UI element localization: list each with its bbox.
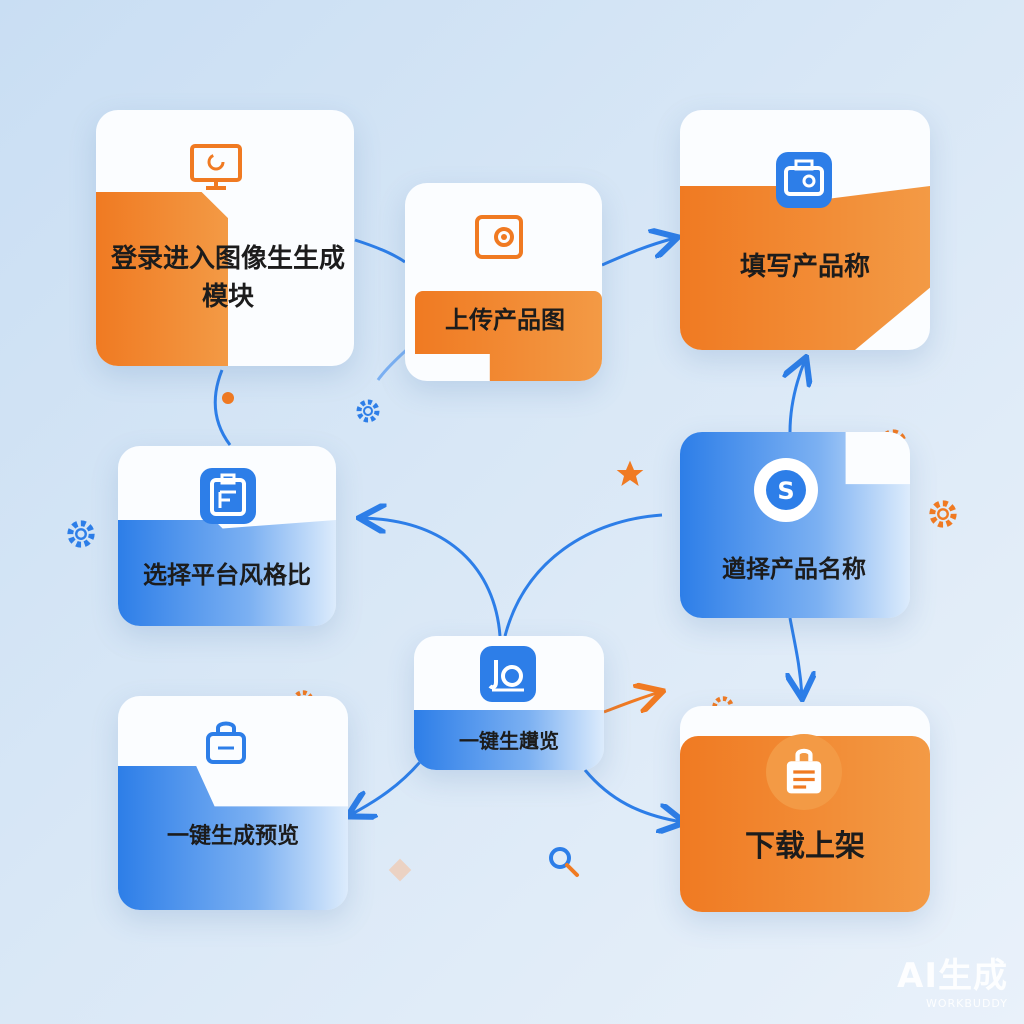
- step-label: 上传产品图: [445, 306, 565, 334]
- star-icon: [616, 460, 644, 486]
- step-label: 登录进入图像生生成模块: [110, 244, 345, 312]
- step-select-name-card: S 遒择产品名称: [680, 432, 910, 618]
- bag-icon: [198, 716, 254, 772]
- arrow-center-download-orange: [603, 692, 660, 714]
- s-badge-icon: S: [754, 458, 818, 522]
- step-label: 遒择产品名称: [722, 555, 866, 583]
- arrow-center-select: [503, 513, 663, 637]
- arrow-center-download: [583, 769, 682, 822]
- watermark: AI生成 WORKBUDDY: [897, 948, 1008, 1010]
- monitor-icon: [188, 140, 244, 196]
- arrow-select-download: [790, 617, 802, 696]
- camera-bag-icon: [776, 152, 832, 208]
- orange-dot: [222, 392, 234, 404]
- step-upload-card: 上传产品图: [405, 183, 602, 381]
- watermark-title: AI生成: [897, 956, 1008, 996]
- list-bag-icon: [766, 734, 842, 810]
- camera-icon: [471, 209, 527, 265]
- watermark-sub: WORKBUDDY: [925, 997, 1008, 1010]
- svg-text:S: S: [777, 477, 794, 505]
- step-fill-name-card: 填写产品称: [680, 110, 930, 350]
- gear-icon: [929, 500, 957, 528]
- document-icon: [200, 468, 256, 524]
- step-platform-card: 选择平台风格比: [118, 446, 336, 626]
- step-label: 填写产品称: [739, 252, 870, 282]
- arrow-center-generate: [350, 761, 422, 815]
- magnifier-icon: [549, 847, 579, 877]
- gear-icon: [67, 520, 95, 548]
- jo-icon: [480, 646, 536, 702]
- gear-icon: [356, 399, 380, 423]
- arrow-center-platform: [362, 518, 502, 637]
- step-download-card: 下载上架: [680, 706, 930, 912]
- arrow-select-fill: [790, 360, 805, 433]
- arrow-upload-fill: [601, 238, 675, 267]
- step-label: 一键生䟎览: [459, 729, 559, 753]
- arrow-login-platform: [213, 369, 232, 446]
- step-label: 一键生成预览: [166, 824, 299, 849]
- step-center-preview-card: 一键生䟎览: [414, 636, 604, 770]
- step-label: 下载上架: [745, 829, 865, 864]
- step-generate-preview-card: 一键生成预览: [118, 696, 348, 910]
- step-login-card: 登录进入图像生生成模块: [96, 110, 354, 366]
- arrow-login-upload: [354, 238, 406, 264]
- step-label: 选择平台风格比: [143, 561, 311, 589]
